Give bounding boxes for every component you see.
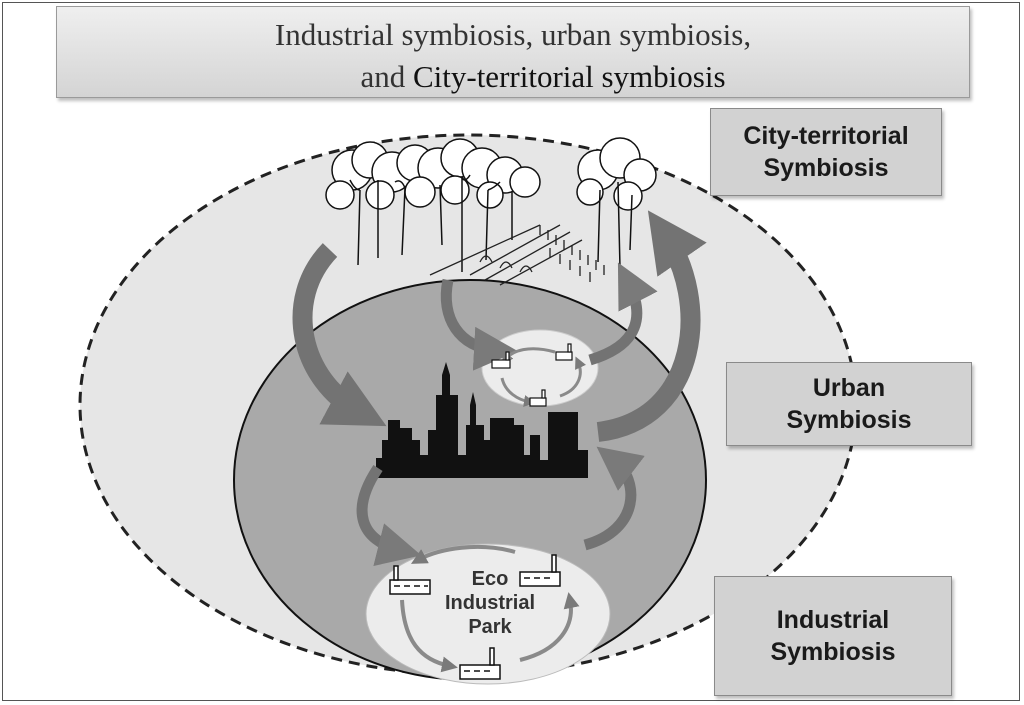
factory-icon (459, 647, 501, 680)
flow-arrows (292, 210, 707, 566)
city-territorial-symbiosis-label: City-territorial Symbiosis (710, 108, 942, 196)
factory-icon (491, 351, 511, 369)
eco-label-line-1: Eco (471, 568, 509, 590)
territory-to-loop-arrow (440, 278, 518, 371)
title-line-1: Industrial symbiosis, urban symbiosis, (274, 17, 752, 52)
forest-to-city-arrow (292, 243, 387, 427)
factory-icon (529, 389, 547, 407)
city-to-park-arrow (356, 464, 422, 566)
city-territorial-label-line-1: City-territorial (743, 122, 909, 150)
eco-park-factory-icons (389, 554, 561, 680)
factory-icon (555, 343, 573, 361)
factory-icon (519, 554, 561, 587)
eco-park-cycle (400, 544, 580, 673)
right-tree-icon (576, 137, 657, 269)
eco-label-line-3: Park (468, 616, 512, 638)
eco-industrial-park-label: Eco Industrial Park (420, 567, 560, 639)
title-line-2-emphasis: City-territorial symbiosis (412, 59, 726, 94)
title-line-2-prefix: and (360, 59, 413, 94)
title-line-2: and City-territorial symbiosis (57, 57, 969, 97)
industrial-symbiosis-label: Industrial Symbiosis (714, 576, 952, 696)
urban-label-line-2: Symbiosis (786, 406, 912, 434)
title-banner: Industrial symbiosis, urban symbiosis, a… (56, 6, 970, 98)
city-territorial-label-line-2: Symbiosis (763, 154, 889, 182)
industrial-label-line-1: Industrial (776, 606, 890, 634)
forest-trees-icon (325, 138, 541, 272)
crop-field-icon (429, 224, 605, 286)
urban-symbiosis-label: Urban Symbiosis (726, 362, 972, 446)
factory-icon (389, 565, 431, 595)
industrial-label-line-2: Symbiosis (770, 638, 896, 666)
city-to-territory-arrow (596, 210, 707, 442)
city-skyline-icon (376, 362, 588, 478)
park-to-city-arrow (583, 446, 645, 551)
small-loop-factory-icons (491, 343, 573, 407)
urban-label-line-1: Urban (812, 374, 886, 402)
eco-label-line-2: Industrial (444, 592, 535, 614)
loop-to-field-arrow (588, 262, 658, 366)
